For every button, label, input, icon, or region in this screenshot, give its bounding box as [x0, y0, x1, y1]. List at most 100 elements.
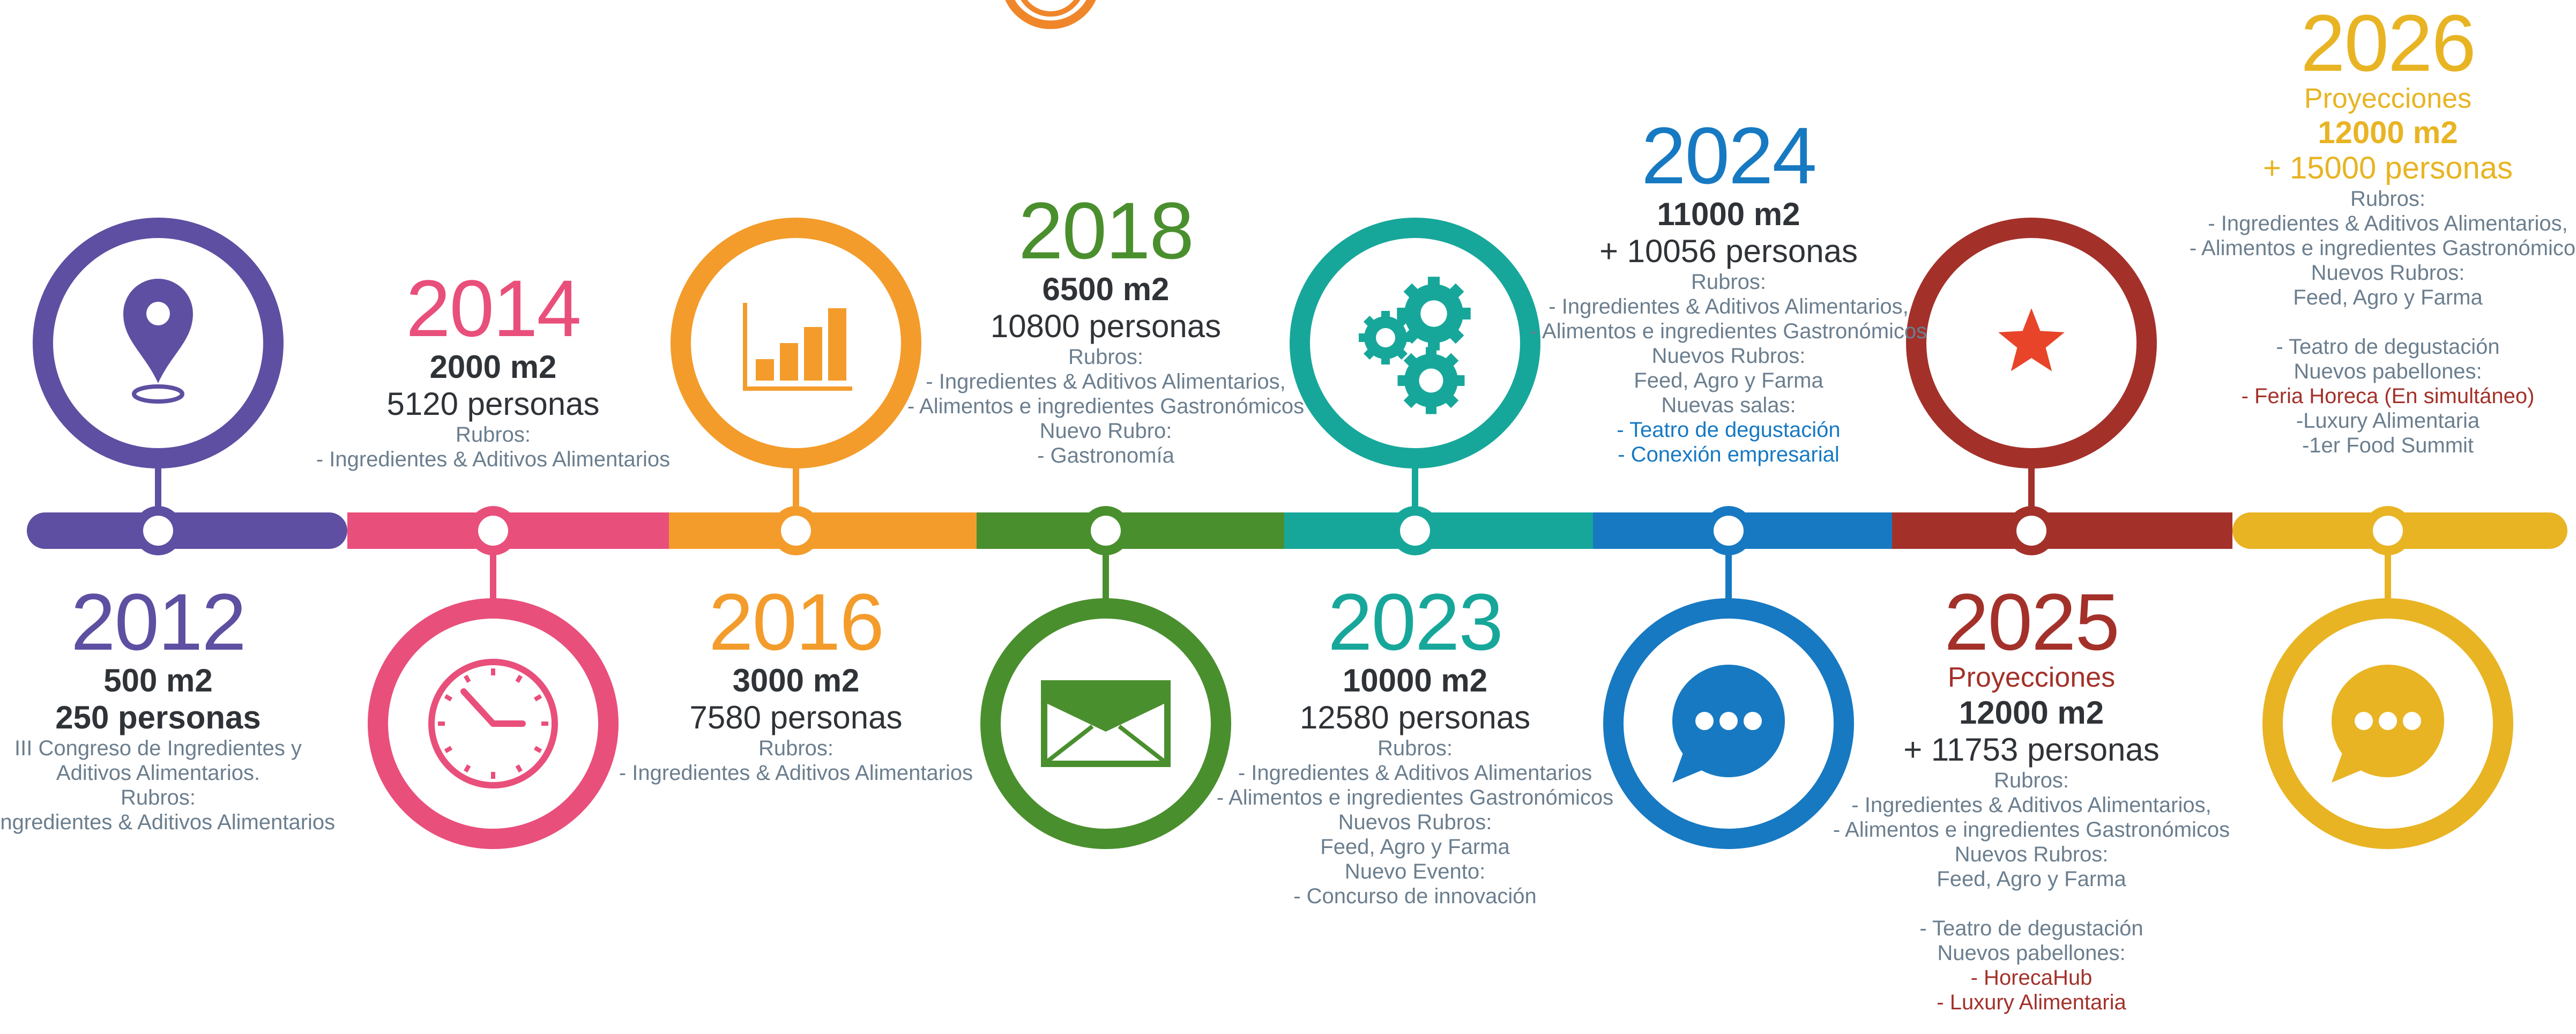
milestone-line: + 11753 personas: [1903, 731, 2160, 768]
milestone-line: 11000 m2: [1657, 196, 1800, 232]
milestone-line: Rubros:: [1993, 768, 2069, 792]
milestone-line: - Ingredientes & Aditivos Alimentarios: [1238, 761, 1592, 785]
milestone-year: 2024: [1641, 110, 1817, 200]
milestone-line: -Luxury Alimentaria: [2296, 409, 2480, 433]
milestone-2026: [2262, 506, 2513, 849]
milestone-year: 2026: [2300, 0, 2476, 88]
milestone-line: Rubros:: [1377, 737, 1453, 760]
milestone-2018: [980, 506, 1231, 849]
milestone-line: 12000 m2: [1959, 694, 2104, 731]
milestone-line: - Alimentos e ingredientes Gastronómicos: [1216, 786, 1614, 809]
milestone-line: Nuevos Rubros:: [1954, 842, 2109, 866]
milestone-line: 12580 personas: [1299, 700, 1531, 735]
milestone-line: Rubros:: [1691, 270, 1767, 294]
clock-icon: [428, 659, 558, 788]
milestone-line: Rubros:: [1068, 345, 1144, 369]
milestone-line: Feed, Agro y Farma: [1634, 369, 1823, 392]
milestone-line: - Gastronomía: [1037, 444, 1174, 467]
milestone-line: 10800 personas: [990, 308, 1222, 344]
milestone-line: -1er Food Summit: [2302, 434, 2474, 458]
milestone-line: 7580 personas: [689, 700, 903, 735]
milestone-year: 2025: [1944, 577, 2120, 667]
chat-bubble-icon: [2332, 665, 2444, 783]
milestone-line: - Ingredientes & Aditivos Alimentarios,: [926, 370, 1286, 393]
milestone-line: - Teatro de degustación: [1919, 916, 2143, 940]
milestone-line: Rubros:: [758, 737, 834, 760]
milestone-line: 12000 m2: [2318, 115, 2458, 150]
top-decorative-ring: [1005, 0, 1096, 29]
bar-chart-icon: [743, 303, 852, 391]
milestone-line: Nuevos Rubros:: [1651, 344, 1806, 368]
milestone-line: Rubros:: [455, 423, 531, 447]
milestone-year: 2014: [406, 263, 582, 353]
milestone-line: - Ingredientes & Aditivos Alimentarios: [0, 810, 336, 834]
milestone-line: - Luxury Alimentaria: [1937, 990, 2126, 1014]
milestone-line: - HorecaHub: [1970, 965, 2093, 990]
milestone-2024: [1603, 506, 1854, 849]
milestone-line: 5120 personas: [386, 386, 600, 422]
milestone-line: Nuevos pabellones:: [2294, 360, 2482, 384]
timeline-segment-2016: [669, 512, 977, 549]
milestone-line: Proyecciones: [1947, 662, 2116, 693]
milestone-line: - Alimentos e ingredientes Gastronómicos: [907, 395, 1305, 418]
milestone-ring-2023: [1290, 218, 1540, 468]
milestone-line: 2000 m2: [429, 349, 557, 385]
milestone-line: - Concurso de innovación: [1293, 884, 1537, 908]
timeline-segment-2012: [27, 512, 347, 549]
milestone-2025: [1906, 218, 2157, 555]
milestone-line: Nuevo Rubro:: [1039, 419, 1172, 443]
milestone-year: 2016: [709, 577, 884, 667]
milestone-line: - Alimentos e ingredientes Gastronómicos: [1530, 319, 1927, 343]
milestone-line: Nuevo Evento:: [1344, 860, 1486, 883]
milestone-line: 500 m2: [103, 663, 213, 698]
milestone-line: [1833, 891, 2230, 916]
milestone-line: 6500 m2: [1042, 271, 1170, 307]
chat-bubble-icon: [1672, 665, 1785, 783]
milestone-line: Nuevos pabellones:: [1937, 941, 2126, 965]
location-pin-icon: [123, 279, 193, 404]
milestone-line: Nuevos Rubros:: [2311, 261, 2465, 285]
milestone-line: Rubros:: [120, 786, 196, 809]
milestone-line: - Conexión empresarial: [1618, 443, 1840, 466]
milestone-line: Nuevas salas:: [1661, 393, 1796, 417]
milestone-line: Rubros:: [2350, 187, 2426, 211]
milestone-line: 250 personas: [55, 700, 261, 735]
milestone-line: - Ingredientes & Aditivos Alimentarios,: [1851, 793, 2212, 817]
milestone-line: Nuevos Rubros:: [1338, 810, 1492, 834]
milestone-line: - Feria Horeca (En simultáneo): [2241, 384, 2535, 408]
star-icon: [1998, 308, 2065, 371]
milestone-line: Feed, Agro y Farma: [1937, 867, 2126, 891]
milestone-year: 2023: [1328, 577, 1503, 667]
milestone-line: Feed, Agro y Farma: [1320, 835, 1510, 859]
envelope-icon: [1041, 680, 1171, 767]
milestone-line: + 10056 personas: [1599, 233, 1858, 269]
milestone-line: - Ingredientes & Aditivos Alimentarios: [316, 448, 671, 471]
milestone-year: 2018: [1018, 185, 1194, 276]
timeline-segment-2025: [1892, 512, 2232, 549]
milestone-line: - Ingredientes & Aditivos Alimentarios,: [1548, 295, 1909, 318]
milestone-line: 10000 m2: [1342, 663, 1488, 698]
milestone-2014: [368, 506, 619, 849]
milestone-year: 2012: [71, 577, 247, 667]
milestone-line: Feed, Agro y Farma: [2293, 286, 2483, 310]
milestone-line: III Congreso de Ingredientes y: [14, 737, 302, 760]
milestone-line: 3000 m2: [732, 663, 860, 698]
milestone-2016: [671, 218, 921, 555]
milestone-2023: [1290, 218, 1540, 555]
milestone-line: + 15000 personas: [2263, 151, 2513, 186]
milestone-line: - Teatro de degustación: [2276, 335, 2500, 359]
milestone-line: - Alimentos e ingredientes Gastronómicos: [2189, 236, 2576, 261]
milestone-2012: [33, 218, 284, 555]
milestone-line: Proyecciones: [2304, 83, 2472, 114]
milestone-line: - Ingredientes & Aditivos Alimentarios: [619, 761, 973, 785]
